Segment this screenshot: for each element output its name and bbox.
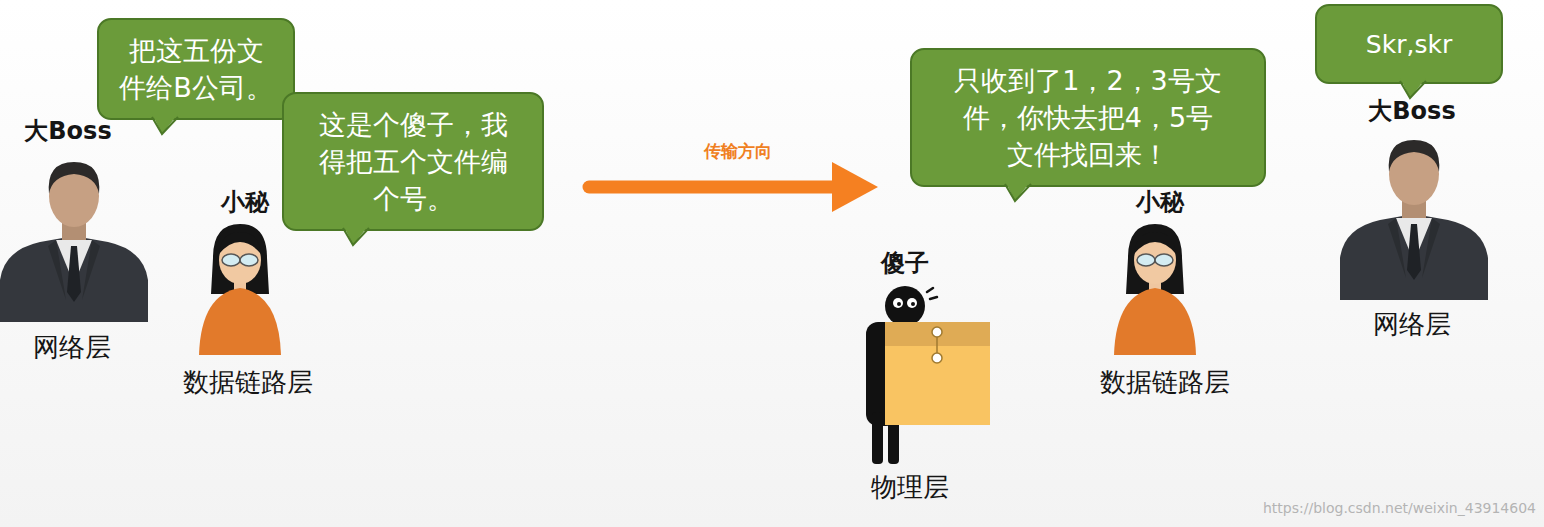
watermark: https://blog.csdn.net/weixin_43914604 <box>1263 500 1536 516</box>
layer-label: 网络层 <box>33 333 111 363</box>
bubble-tail <box>342 225 372 247</box>
bubble-tail <box>1004 181 1034 203</box>
direction-arrow <box>589 162 878 212</box>
bubble-text: Skr,skr <box>1333 26 1485 63</box>
layer-label: 网络层 <box>1373 310 1451 340</box>
layer-label: 大Boss <box>1368 98 1455 126</box>
bubble-tail <box>1399 78 1429 100</box>
speech-bubble: Skr,skr <box>1315 4 1503 84</box>
layer-label: 数据链路层 <box>1100 368 1230 398</box>
layer-label: 大Boss <box>24 118 111 146</box>
layer-label: 小秘 <box>221 189 269 217</box>
layer-label: 传输方向 <box>704 142 772 162</box>
boss-figure <box>1340 140 1488 300</box>
boss-figure <box>0 162 148 322</box>
speech-bubble: 只收到了1，2，3号文件，你快去把4，5号文件找回来！ <box>910 48 1266 187</box>
layer-label: 小秘 <box>1136 189 1184 217</box>
bubble-tail <box>151 114 181 136</box>
secretary-figure <box>1114 224 1196 355</box>
bubble-text: 只收到了1，2，3号文件，你快去把4，5号文件找回来！ <box>952 62 1224 173</box>
speech-bubble: 这是个傻子，我得把五个文件编个号。 <box>282 92 544 231</box>
layer-label: 傻子 <box>881 250 929 278</box>
speech-bubble: 把这五份文件给B公司。 <box>97 18 295 120</box>
bubble-text: 把这五份文件给B公司。 <box>119 32 273 106</box>
layer-label: 物理层 <box>871 473 949 503</box>
layer-label: 数据链路层 <box>183 368 313 398</box>
bubble-text: 这是个傻子，我得把五个文件编个号。 <box>315 106 511 217</box>
courier-figure <box>866 286 990 464</box>
secretary-figure <box>199 224 281 355</box>
